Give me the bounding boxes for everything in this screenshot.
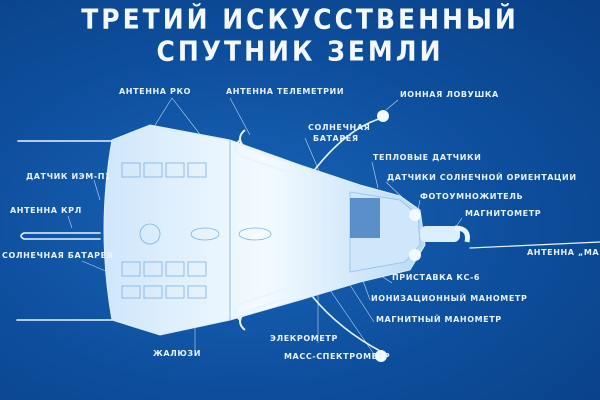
- label-mass-spectrometer: МАСС-СПЕКТРОМЕТР: [284, 352, 391, 361]
- page-title: ТРЕТИЙ ИСКУССТВЕННЫЙ СПУТНИК ЗЕМЛИ: [81, 3, 519, 67]
- label-sensor-iem: ДАТЧИК ИЭМ-П1: [26, 172, 112, 181]
- label-ionization-manometer: ИОНИЗАЦИОННЫЙ МАНОМЕТР: [371, 294, 528, 303]
- label-antenna-rko: АНТЕННА РКО: [119, 87, 191, 96]
- label-solar-battery-top-2: БАТАРЕЯ: [313, 134, 359, 143]
- label-antenna-mayak: АНТЕННА „МАЯК": [527, 248, 600, 257]
- label-louvers: ЖАЛЮЗИ: [153, 349, 201, 358]
- antennas: [16, 117, 600, 353]
- ion-trap-sphere: [377, 110, 389, 122]
- label-magnetometer: МАГНИТОМЕТР: [465, 209, 542, 218]
- label-magnetic-manometer: МАГНИТНЫЙ МАНОМЕТР: [376, 315, 502, 324]
- label-thermal-sensors: ТЕПЛОВЫЕ ДАТЧИКИ: [373, 153, 482, 162]
- satellite-body: [103, 124, 470, 336]
- label-photomultiplier: ФОТОУМНОЖИТЕЛЬ: [420, 192, 524, 201]
- ion-trap-sphere-lower: [375, 350, 387, 362]
- label-antenna-telemetry: АНТЕННА ТЕЛЕМЕТРИИ: [226, 87, 345, 96]
- label-solar-battery-top-1: СОЛНЕЧНАЯ: [308, 123, 371, 132]
- label-solar-battery-left: СОЛНЕЧНАЯ БАТАРЕЯ: [2, 251, 114, 260]
- label-electrometer: ЭЛЕКРОМЕТР: [270, 334, 338, 343]
- label-sun-orientation-sensors: ДАТЧИКИ СОЛНЕЧНОЙ ОРИЕНТАЦИИ: [387, 173, 577, 182]
- label-ion-trap: ИОННАЯ ЛОВУШКА: [400, 90, 499, 99]
- label-antenna-krl: АНТЕННА КРЛ: [10, 206, 82, 215]
- label-ks6-attachment: ПРИСТАВКА КС-6: [392, 273, 481, 282]
